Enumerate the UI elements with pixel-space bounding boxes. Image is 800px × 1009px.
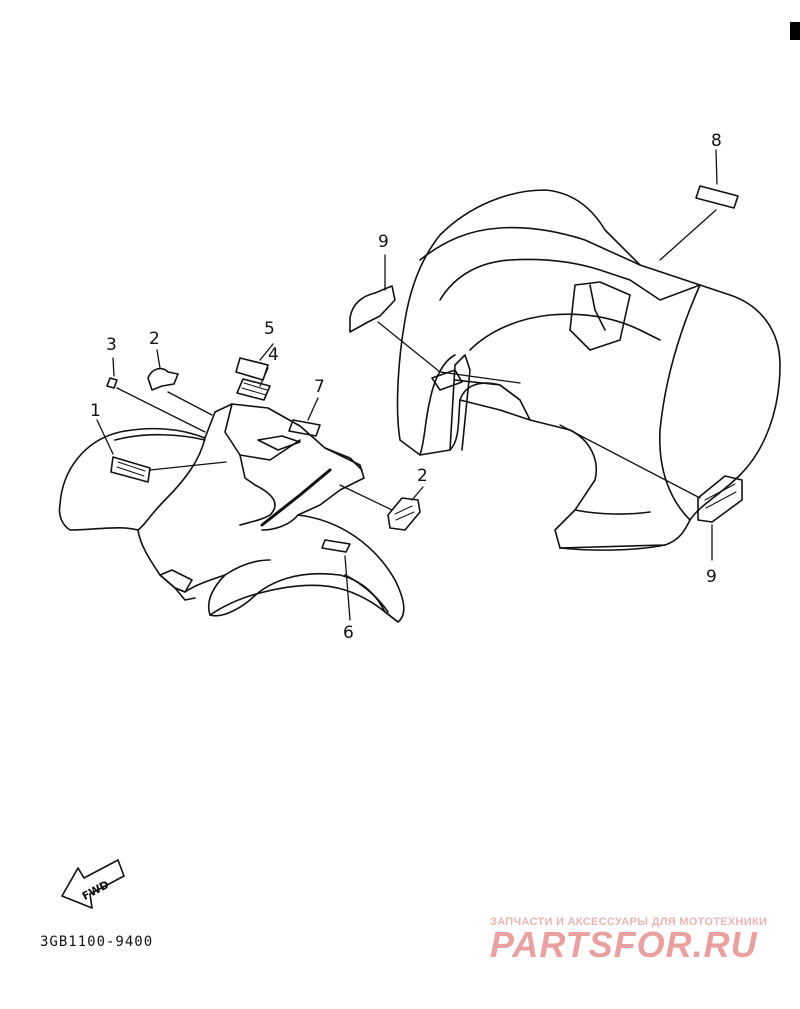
callout-8: 8: [711, 131, 722, 151]
callout-7: 7: [314, 377, 325, 397]
part-code: 3GB1100-9400: [40, 934, 154, 950]
fwd-label: FWD: [80, 878, 112, 903]
emblem-1: [110, 456, 151, 483]
emblem-2b: [387, 497, 421, 531]
emblem-9b: [697, 475, 743, 523]
page-corner-mark: [790, 22, 800, 40]
callout-1: 1: [90, 401, 101, 421]
label-6: [321, 539, 351, 553]
callout-5: 5: [264, 319, 275, 339]
label-5: [235, 357, 269, 381]
callout-3: 3: [106, 335, 117, 355]
callout-2a: 2: [149, 329, 160, 349]
label-7: [288, 419, 321, 437]
rear-fender: [396, 189, 781, 551]
emblem-2a: [147, 367, 179, 391]
watermark-logo: PARTSFOR.RU: [490, 924, 758, 965]
fwd-arrow-icon: [61, 859, 125, 909]
callout-2b: 2: [417, 466, 428, 486]
callout-9a: 9: [378, 232, 389, 252]
front-fender: [58, 403, 405, 623]
watermark-tagline: ЗАПЧАСТИ И АКСЕССУАРЫ ДЛЯ МОТОТЕХНИКИ: [490, 916, 768, 928]
callout-6: 6: [343, 623, 354, 643]
callout-4: 4: [268, 345, 279, 365]
emblem-3: [106, 377, 118, 389]
leader-lines: [96, 149, 718, 621]
label-4: [236, 378, 271, 401]
emblem-9a: [349, 285, 396, 333]
callout-9b: 9: [706, 567, 717, 587]
label-8: [695, 185, 739, 209]
